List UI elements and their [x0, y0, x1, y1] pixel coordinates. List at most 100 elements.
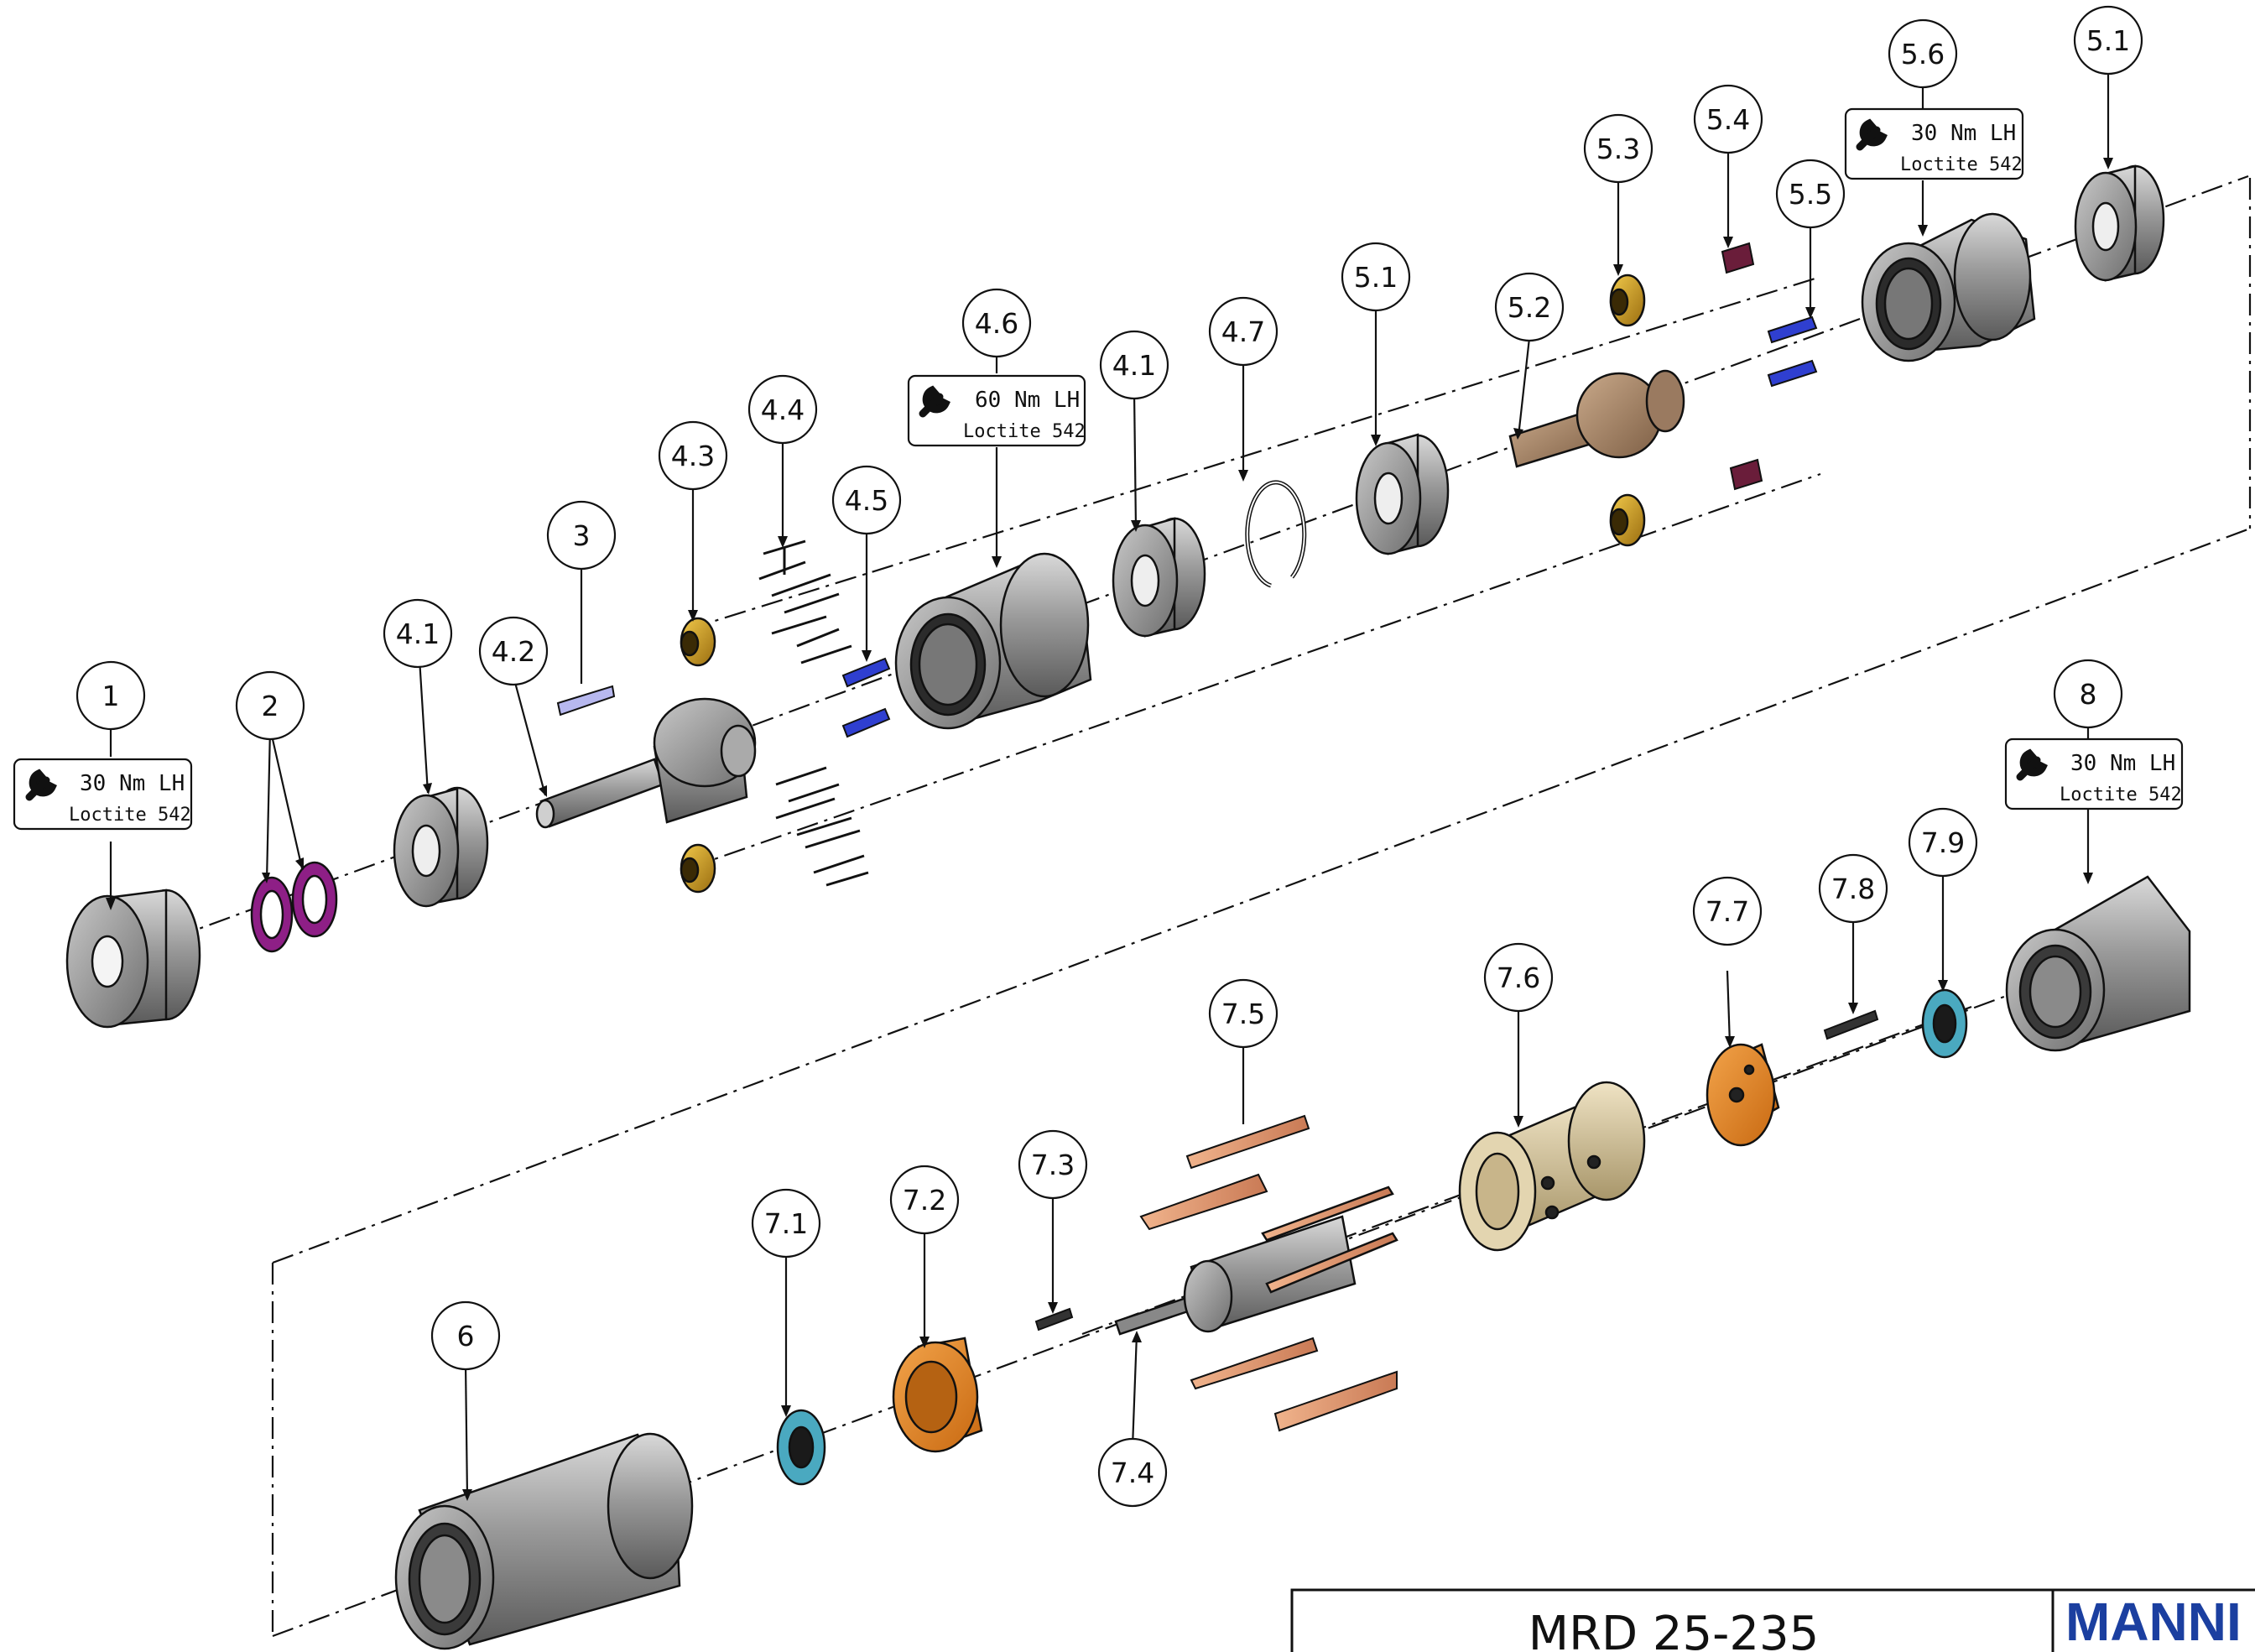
part-5-3-planet-gears: [1609, 274, 1646, 547]
part-7-6-cylinder: [1458, 1081, 1646, 1252]
spec-8-torque: 30 Nm LH: [2070, 751, 2175, 776]
callout-5-2-label: 5.2: [1508, 291, 1551, 324]
part-7-8-pin: [1823, 1009, 1879, 1040]
callout-bubbles: 1 2 4.1 4.2 3 4.3 4.4 4.5 4.6 4.1 4.7 5.…: [76, 5, 2143, 1508]
callout-7-2: 7.2: [889, 1165, 960, 1235]
part-7-9-bearing: [1921, 988, 1968, 1059]
spec-box-8: 30 Nm LH Loctite 542: [2004, 737, 2184, 810]
callout-4-2: 4.2: [478, 616, 549, 686]
part-4-1-bearing-left: [393, 786, 489, 908]
callout-5-4-label: 5.4: [1706, 103, 1750, 136]
callout-7-4: 7.4: [1097, 1437, 1168, 1508]
part-7-3-pin: [1034, 1307, 1074, 1332]
part-4-5-pins: [841, 657, 891, 738]
callout-4-2-label: 4.2: [492, 635, 535, 668]
part-4-2-planet-carrier: [535, 697, 757, 829]
part-7-2-end-ring: [892, 1337, 983, 1453]
callout-7-6: 7.6: [1483, 942, 1554, 1013]
spec-4-6-torque: 60 Nm LH: [975, 388, 1080, 413]
part-5-2-planet-carrier: [1508, 369, 1685, 468]
part-7-1-bearing: [776, 1409, 826, 1486]
callout-5-6: 5.6: [1888, 18, 1958, 89]
callout-4-5: 4.5: [831, 465, 902, 535]
callout-4-3-label: 4.3: [671, 440, 715, 472]
callout-8-label: 8: [2080, 678, 2097, 711]
callout-2: 2: [235, 670, 305, 741]
callout-4-5-label: 4.5: [845, 484, 888, 517]
spec-8-adhesive: Loctite 542: [2060, 784, 2182, 805]
part-4-1-bearing-center: [1112, 517, 1206, 638]
callout-4-1-left: 4.1: [383, 598, 453, 669]
part-5-1-bearing-middle: [1355, 433, 1450, 555]
callout-5-1-middle: 5.1: [1341, 242, 1411, 312]
title-block: MRD 25-235 MANNI: [1290, 1588, 2255, 1652]
part-4-6-ring-gear-housing: [894, 552, 1092, 730]
part-5-1-bearing-right: [2074, 164, 2165, 282]
drawing-title: MRD 25-235: [1529, 1607, 1820, 1652]
part-3-key: [556, 685, 616, 717]
callout-5-5-label: 5.5: [1789, 178, 1832, 211]
callout-7-6-label: 7.6: [1497, 961, 1540, 994]
spec-box-4-6: 60 Nm LH Loctite 542: [907, 374, 1086, 447]
part-7-7-end-plate: [1706, 1043, 1780, 1147]
callout-8: 8: [2053, 659, 2123, 729]
part-5-4-needle-bearings: [1721, 242, 1763, 491]
spec-5-6-adhesive: Loctite 542: [1900, 154, 2023, 175]
callout-7-1: 7.1: [751, 1188, 821, 1259]
gear-axis-line-bottom: [687, 472, 1821, 870]
part-7-4-rotor: [1114, 1186, 1398, 1336]
callout-7-4-label: 7.4: [1111, 1457, 1154, 1489]
callout-2-label: 2: [262, 690, 279, 722]
callout-1: 1: [76, 660, 146, 731]
callout-5-3-label: 5.3: [1596, 133, 1640, 165]
callout-7-2-label: 7.2: [903, 1184, 946, 1217]
spec-box-1: 30 Nm LH Loctite 542: [13, 758, 193, 831]
callout-4-7: 4.7: [1208, 296, 1279, 367]
connector-line-diagonal: [272, 527, 2251, 1264]
callout-3-label: 3: [573, 519, 591, 552]
callout-7-8: 7.8: [1818, 853, 1888, 924]
callout-4-7-label: 4.7: [1221, 315, 1265, 348]
part-7-5-vanes: [1139, 1114, 1398, 1432]
callout-5-5: 5.5: [1775, 159, 1846, 229]
callout-4-1-center-label: 4.1: [1112, 349, 1156, 382]
callout-5-4: 5.4: [1693, 84, 1763, 154]
callout-5-1-right-label: 5.1: [2086, 24, 2130, 57]
callout-7-7-label: 7.7: [1706, 895, 1749, 928]
callout-4-4-label: 4.4: [761, 393, 805, 426]
callout-7-3: 7.3: [1018, 1129, 1088, 1200]
callout-4-1-left-label: 4.1: [396, 618, 440, 650]
callout-5-2: 5.2: [1494, 272, 1565, 342]
callout-6-label: 6: [457, 1320, 475, 1352]
callout-5-3: 5.3: [1583, 113, 1653, 184]
callout-5-1-middle-label: 5.1: [1354, 261, 1398, 294]
callout-7-1-label: 7.1: [764, 1207, 808, 1240]
spec-4-6-adhesive: Loctite 542: [963, 421, 1086, 442]
callout-4-6: 4.6: [961, 288, 1032, 358]
part-1-nut: [65, 889, 201, 1029]
callout-7-5: 7.5: [1208, 978, 1279, 1049]
wrench-icon: [2016, 748, 2048, 781]
callout-7-9-label: 7.9: [1921, 826, 1965, 859]
callout-4-6-label: 4.6: [975, 307, 1018, 340]
callout-7-5-label: 7.5: [1221, 998, 1265, 1030]
part-2-seals: [250, 861, 338, 953]
spec-5-6-torque: 30 Nm LH: [1911, 121, 2016, 146]
callout-4-1-center: 4.1: [1099, 330, 1169, 400]
part-5-5-pins: [1767, 315, 1818, 388]
callout-3: 3: [546, 500, 617, 571]
part-8-end-cap: [2005, 875, 2191, 1052]
callout-6: 6: [430, 1300, 501, 1371]
spec-box-5-6: 30 Nm LH Loctite 542: [1844, 107, 2024, 180]
callout-5-6-label: 5.6: [1901, 38, 1945, 70]
brand-logo: MANNI: [2065, 1592, 2242, 1652]
wrench-icon: [25, 769, 57, 801]
part-4-4-needle-bearings: [758, 539, 869, 887]
callout-7-7: 7.7: [1692, 876, 1763, 946]
callout-7-9: 7.9: [1908, 807, 1978, 878]
part-4-7-circlip: [1245, 480, 1307, 588]
callout-7-8-label: 7.8: [1831, 873, 1875, 905]
wrench-icon: [1856, 118, 1888, 151]
callout-4-3: 4.3: [658, 420, 728, 491]
